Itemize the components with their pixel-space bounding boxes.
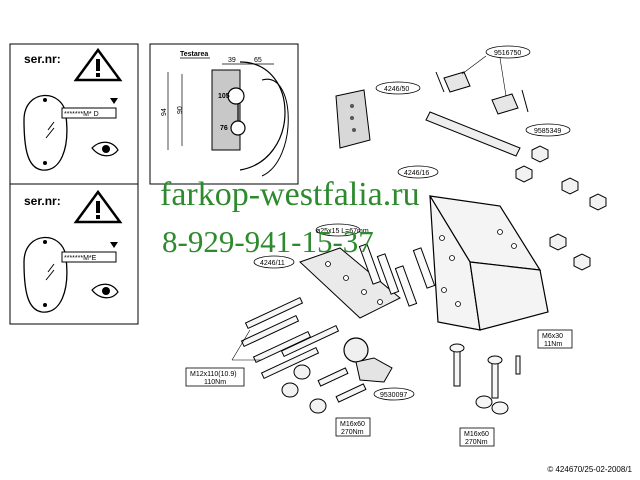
callout-4246-11	[253, 255, 295, 269]
dim-105: 105	[218, 93, 230, 100]
m6-bolt-part	[515, 355, 521, 375]
dim-90: 90	[177, 106, 184, 114]
part-label-4246-11: 4246/11	[260, 260, 285, 267]
rivet-icon	[43, 98, 47, 102]
m16-bolt-set-right	[449, 343, 509, 415]
eye-pupil	[102, 145, 110, 153]
m6-torque: 11Nm	[544, 341, 562, 348]
pointer-mark	[45, 263, 55, 281]
watermark-phone: 8-929-941-15-37	[162, 224, 374, 259]
part-label-9585349: 9585349	[534, 128, 561, 135]
rivet-icon	[43, 161, 47, 165]
arrow-down-icon	[110, 98, 118, 104]
test-area-zone	[211, 69, 241, 151]
plate-outline-bottom	[23, 236, 68, 313]
watermark-site: farkop-westfalia.ru	[160, 176, 420, 213]
dim-94: 94	[161, 108, 168, 116]
support-bar-part	[425, 111, 521, 157]
m12-torque: 110Nm	[204, 379, 226, 386]
nut-set	[515, 145, 607, 271]
ball-neck-part	[355, 357, 393, 383]
tow-ball-icon	[227, 87, 245, 105]
part-label-spacer: ø25x15 L=67mm	[316, 228, 369, 235]
m16a-size: M16x60	[340, 421, 365, 428]
m16b-torque: 270Nm	[465, 439, 488, 446]
serial-plate-top	[61, 107, 117, 119]
socket-bracket-part	[435, 71, 529, 115]
arrow-down-icon	[110, 242, 118, 248]
tow-ball-part	[343, 337, 369, 363]
plate-outline-top	[23, 94, 68, 171]
eye-icon	[91, 283, 119, 299]
serial-code-bottom: *******M*E	[64, 255, 97, 262]
rivet-icon	[43, 303, 47, 307]
copyright-footer: © 424670/25-02-2008/1	[547, 465, 632, 474]
pointer-mark	[45, 121, 55, 139]
callout-9585349	[525, 123, 571, 137]
part-label-9530097: 9530097	[380, 392, 407, 399]
m12-size: M12x110(10.9)	[190, 371, 237, 378]
m16a-torque: 270Nm	[341, 429, 364, 436]
callout-4246-50	[375, 81, 421, 95]
callout-4246-16	[397, 165, 439, 179]
part-label-9516750: 9516750	[494, 50, 521, 57]
dim-76: 76	[220, 125, 228, 132]
callout-m16-right	[459, 427, 495, 447]
callout-spacer	[315, 223, 361, 237]
side-plate-part	[299, 247, 401, 319]
part-label-4246-50: 4246/50	[384, 86, 409, 93]
m16b-size: M16x60	[464, 431, 489, 438]
detail-frame	[149, 43, 299, 185]
bumper-profile-inner	[261, 78, 289, 177]
bumper-profile	[239, 61, 286, 171]
serial-plate-bottom	[61, 251, 117, 263]
ball-neck-icon	[230, 120, 246, 136]
dim-65: 65	[254, 57, 262, 64]
detail-title: Testarea	[180, 51, 208, 58]
m12-bolt-set	[240, 296, 340, 380]
callout-m16-left	[335, 417, 371, 437]
nut-set	[281, 364, 327, 414]
callout-9530097	[373, 387, 415, 401]
serial-label-bottom: ser.nr:	[24, 194, 61, 208]
serial-label-top: ser.nr:	[24, 52, 61, 66]
callout-m12	[185, 367, 245, 387]
m6-size: M6x30	[542, 333, 563, 340]
m16-bolt-set-left	[317, 367, 367, 403]
main-bracket-part	[428, 195, 549, 331]
warning-icon	[73, 47, 123, 82]
serial-code-top: *******M* D	[64, 111, 99, 118]
part-label-4246-16: 4246/16	[404, 170, 429, 177]
eye-pupil	[102, 287, 110, 295]
serial-panel-bottom	[9, 183, 139, 325]
eye-icon	[91, 141, 119, 157]
bracket-holes	[439, 229, 517, 307]
rivet-icon	[43, 240, 47, 244]
dim-39: 39	[228, 57, 236, 64]
callout-9516750	[485, 45, 531, 59]
warning-icon	[73, 189, 123, 224]
spacer-tube-set	[358, 243, 436, 307]
callout-m6	[537, 329, 573, 349]
